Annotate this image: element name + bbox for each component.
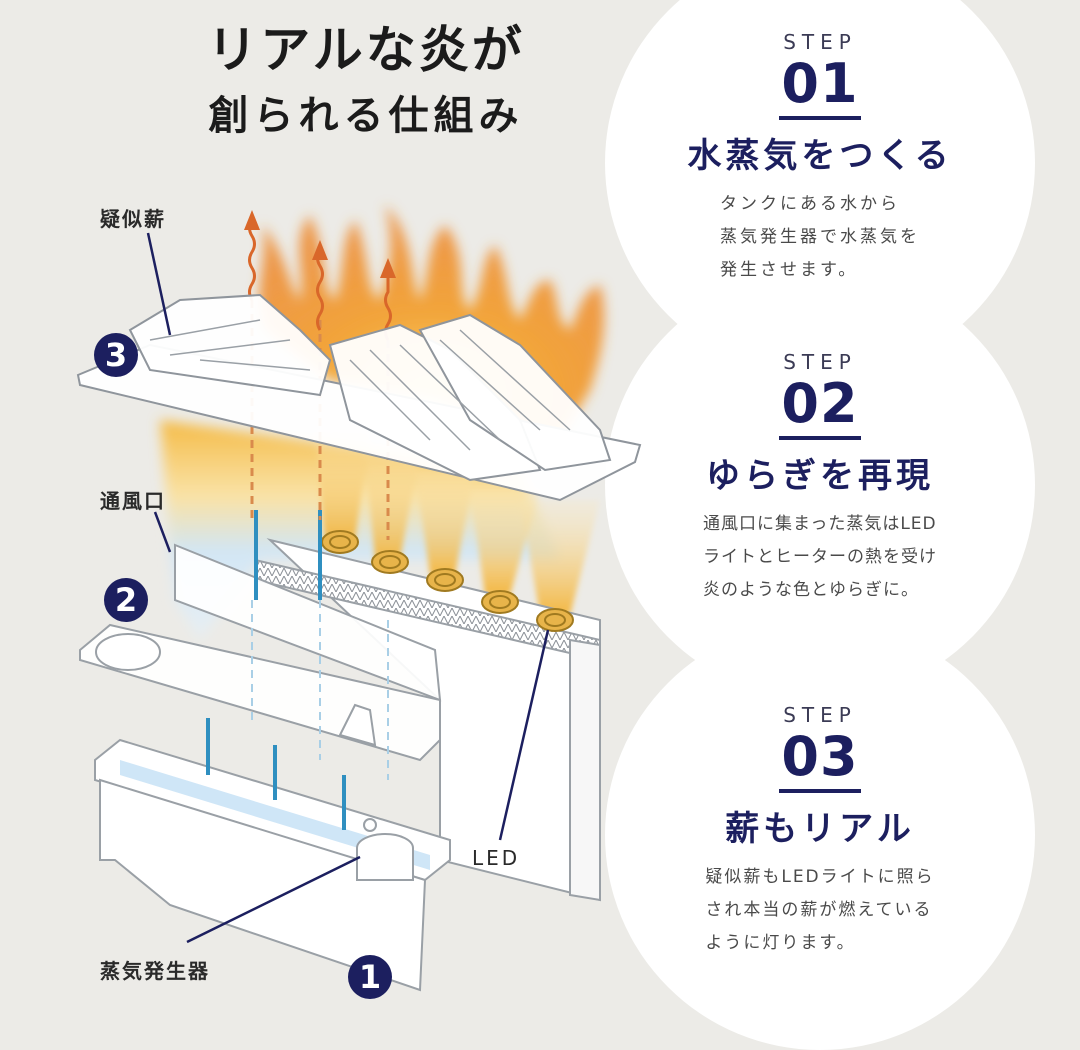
step-1-label: STEP	[783, 30, 857, 54]
led-beams	[315, 430, 600, 615]
step-3-body-line: され本当の薪が燃えている	[705, 900, 933, 920]
title-line-1: リアルな炎が	[207, 21, 525, 79]
water-tank	[94, 738, 451, 992]
vent-tray	[79, 543, 442, 762]
step-3-title: 薪もリアル	[725, 809, 915, 849]
step-2-title: ゆらぎを再現	[706, 456, 934, 496]
step-2-underline	[779, 436, 861, 440]
step-1-body-line: 蒸気発生器で水蒸気を	[720, 227, 920, 247]
firewood-texture	[149, 319, 571, 451]
led-lamps	[321, 530, 574, 632]
step-2-body-line: ライトとヒーターの熱を受け	[703, 547, 937, 567]
step-2-number: 02	[781, 372, 859, 435]
badge-3: 3	[94, 333, 138, 377]
step-3-body-line: ように灯ります。	[705, 933, 856, 953]
page-title: リアルな炎が 創られる仕組み	[176, 18, 556, 142]
step-3-number: 03	[781, 725, 859, 788]
fireplace-mechanism-diagram	[76, 205, 642, 992]
step-3: STEP 03 薪もリアル 疑似薪もLEDライトに照ら され本当の薪が燃えている…	[640, 703, 1000, 960]
step-2-body: 通風口に集まった蒸気はLED ライトとヒーターの熱を受け 炎のような色とゆらぎに…	[703, 508, 937, 607]
badge-2: 2	[104, 578, 148, 622]
label-vent: 通風口	[100, 489, 166, 513]
step-3-body-line: 疑似薪もLEDライトに照ら	[705, 867, 935, 887]
step-2-body-line: 通風口に集まった蒸気はLED	[703, 514, 937, 534]
step-2: STEP 02 ゆらぎを再現 通風口に集まった蒸気はLED ライトとヒーターの熱…	[640, 350, 1000, 607]
step-3-underline	[779, 789, 861, 793]
step-1: STEP 01 水蒸気をつくる タンクにある水から 蒸気発生器で水蒸気を 発生さ…	[640, 30, 1000, 287]
step-1-title: 水蒸気をつくる	[687, 136, 953, 176]
badge-1: 1	[348, 955, 392, 999]
title-line-2: 創られる仕組み	[208, 93, 524, 139]
firewood-tray	[76, 293, 642, 502]
label-pseudo-firewood: 疑似薪	[100, 207, 166, 231]
label-steam-generator: 蒸気発生器	[100, 959, 210, 983]
step-3-circle	[605, 620, 1035, 1050]
step-2-body-line: 炎のような色とゆらぎに。	[703, 580, 919, 600]
arrow-heads	[244, 210, 396, 278]
label-led: LED	[472, 846, 521, 870]
step-1-body-line: タンクにある水から	[720, 194, 900, 214]
steam-paths-lower	[251, 600, 389, 780]
step-3-label: STEP	[783, 703, 857, 727]
step-2-label: STEP	[783, 350, 857, 374]
leader-lines	[146, 232, 550, 944]
step-1-number: 01	[781, 52, 859, 115]
step-3-body: 疑似薪もLEDライトに照ら され本当の薪が燃えている ように灯ります。	[705, 861, 934, 960]
step-1-body-line: 発生させます。	[720, 260, 859, 280]
step-1-body: タンクにある水から 蒸気発生器で水蒸気を 発生させます。	[720, 188, 920, 287]
heater-rods	[206, 510, 346, 830]
step-1-underline	[779, 116, 861, 120]
